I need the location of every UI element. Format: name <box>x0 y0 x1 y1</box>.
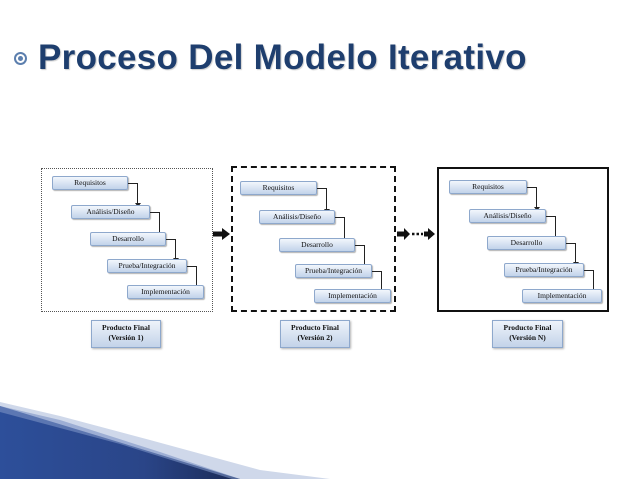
stage-prueba-integracion: Prueba/Integración <box>107 259 187 273</box>
stage-connector <box>355 245 368 268</box>
iteration-box-3: Requisitos Análisis/Diseño Desarrollo Pr… <box>437 167 609 312</box>
stage-connector <box>546 216 559 240</box>
arrow-right-icon <box>213 228 230 240</box>
final-product-label-1: Producto Final (Versión 1) <box>91 320 161 348</box>
stage-connector <box>128 183 141 207</box>
final-product-version: (Versión 2) <box>297 333 333 342</box>
stage-connector <box>317 188 330 213</box>
final-product-label-n: Producto Final (Versión N) <box>492 320 563 348</box>
stage-prueba-integracion: Prueba/Integración <box>295 264 372 278</box>
stage-requisitos: Requisitos <box>52 176 128 190</box>
final-product-label-2: Producto Final (Versión 2) <box>280 320 350 348</box>
stage-prueba-integracion: Prueba/Integración <box>504 263 584 277</box>
iteration-box-1: Requisitos Análisis/Diseño Desarrollo Pr… <box>41 168 213 312</box>
stage-implementacion: Implementación <box>127 285 204 299</box>
stage-connector <box>187 266 200 289</box>
final-product-version: (Versión 1) <box>108 333 144 342</box>
stage-analisis-diseno: Análisis/Diseño <box>469 209 546 223</box>
stage-implementacion: Implementación <box>314 289 391 303</box>
stage-connector <box>584 270 597 293</box>
stage-desarrollo: Desarrollo <box>90 232 166 246</box>
final-product-version: (Versión N) <box>509 333 546 342</box>
stage-analisis-diseno: Análisis/Diseño <box>259 210 335 224</box>
slide-title: Proceso Del Modelo Iterativo <box>38 38 527 77</box>
stage-connector <box>527 187 540 211</box>
stage-analisis-diseno: Análisis/Diseño <box>71 205 150 219</box>
title-bullet-icon <box>14 52 27 65</box>
stage-desarrollo: Desarrollo <box>487 236 566 250</box>
stage-connector <box>566 243 579 266</box>
stage-requisitos: Requisitos <box>449 180 527 194</box>
stage-connector <box>335 217 348 242</box>
iteration-box-2: Requisitos Análisis/Diseño Desarrollo Pr… <box>231 166 396 312</box>
stage-connector <box>150 212 163 236</box>
final-product-title: Producto Final <box>503 323 552 332</box>
dashed-arrow-right-icon <box>397 228 435 240</box>
stage-connector <box>166 239 179 262</box>
stage-implementacion: Implementación <box>522 289 602 303</box>
final-product-title: Producto Final <box>291 323 339 332</box>
final-product-title: Producto Final <box>102 323 150 332</box>
stage-requisitos: Requisitos <box>240 181 317 195</box>
stage-connector <box>372 271 385 293</box>
stage-desarrollo: Desarrollo <box>279 238 355 252</box>
